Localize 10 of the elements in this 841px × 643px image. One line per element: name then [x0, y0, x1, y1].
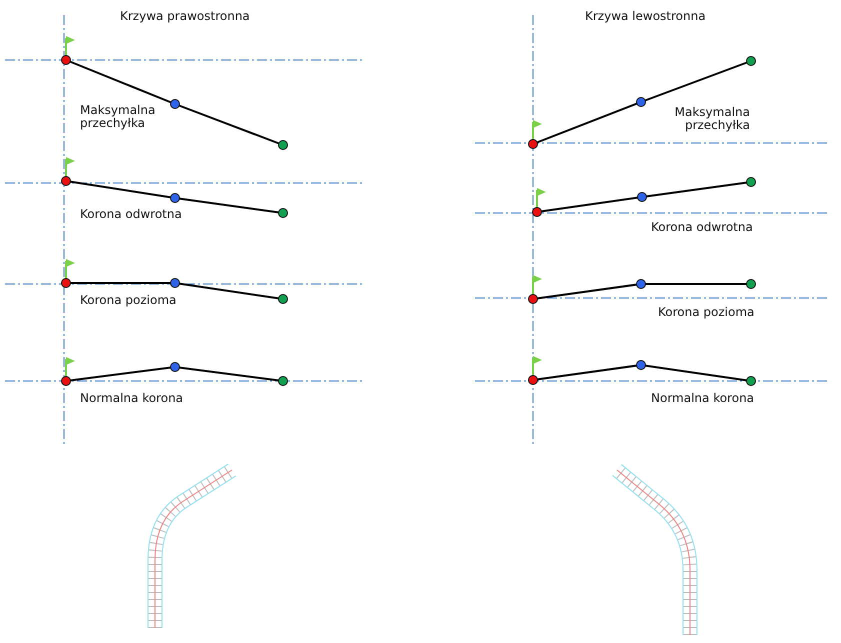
profile-label: Korona odwrotna [651, 221, 753, 234]
profile-label: Normalna korona [651, 392, 754, 405]
profile-label: Normalna korona [80, 392, 184, 405]
heading-text: Krzywa prawostronna [120, 10, 250, 23]
profile-label: Maksymalna przechyłka [674, 106, 750, 132]
heading-text: Krzywa lewostronna [585, 10, 706, 23]
profile-label: Korona odwrotna [80, 208, 182, 221]
profile-label: Korona pozioma [80, 294, 176, 307]
profile-label: Korona pozioma [658, 306, 754, 319]
profile-label: Maksymalna przechyłka [80, 104, 156, 130]
